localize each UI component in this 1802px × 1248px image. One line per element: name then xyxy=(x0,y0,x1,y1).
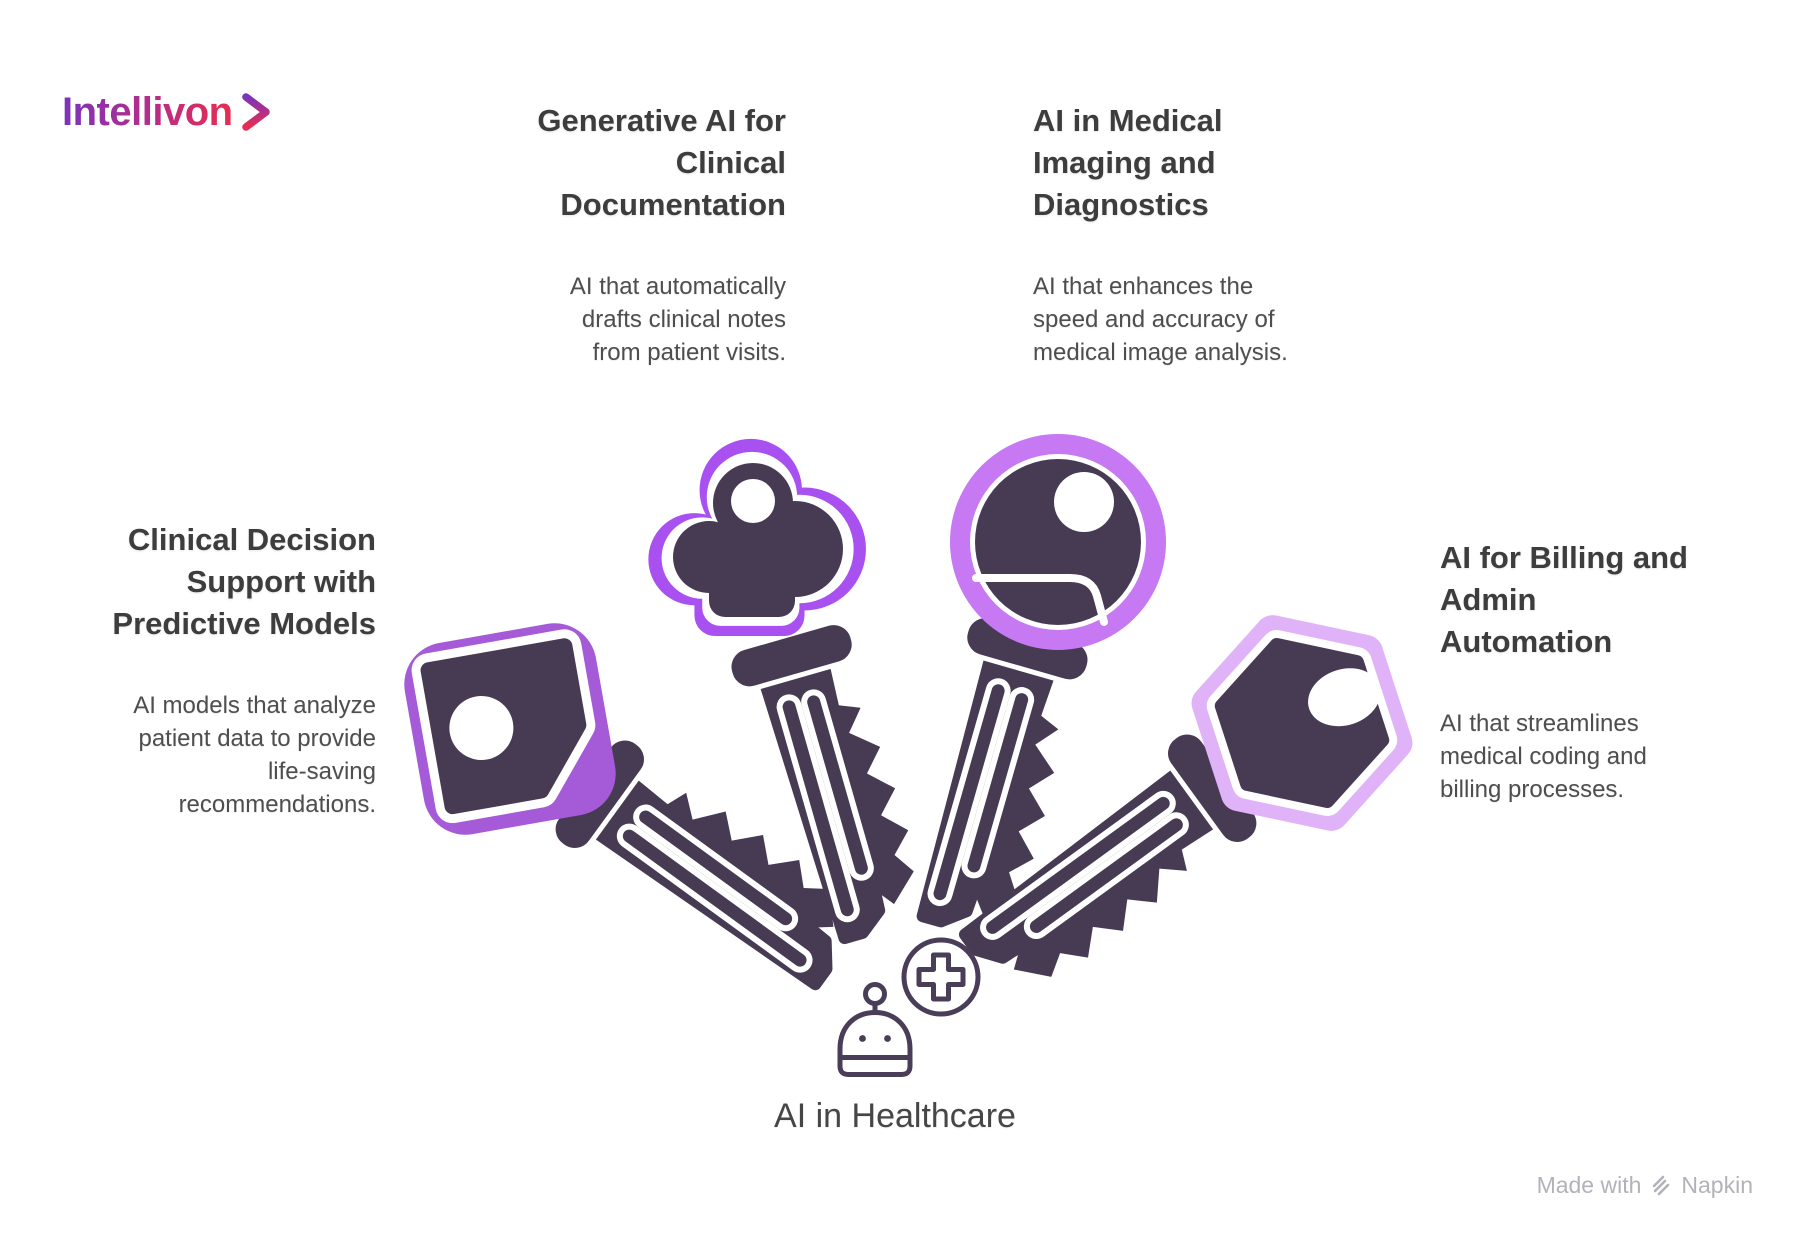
key-icon-clinical-decision xyxy=(404,623,869,1014)
card-description: AI that automatically drafts clinical no… xyxy=(569,273,786,366)
card-clinical-decision: Clinical Decision Support with Predictiv… xyxy=(40,519,376,821)
key-icon-generative-docs xyxy=(648,438,932,948)
card-medical-imaging: AI in Medical Imaging and Diagnostics AI… xyxy=(1033,100,1393,369)
card-generative-docs: Generative AI for Clinical Documentation… xyxy=(400,100,786,369)
watermark-text: Made with xyxy=(1536,1172,1642,1198)
card-description: AI that enhances the speed and accuracy … xyxy=(1033,273,1288,366)
watermark[interactable]: Made with Napkin xyxy=(1537,1172,1753,1199)
key-icon-medical-imaging xyxy=(887,434,1166,941)
brand-logo: Intellivon xyxy=(62,88,274,136)
card-billing-admin: AI for Billing and Admin Automation AI t… xyxy=(1440,537,1770,806)
center-label: AI in Healthcare xyxy=(774,1097,1016,1135)
card-title: AI in Medical Imaging and Diagnostics xyxy=(1033,103,1223,222)
napkin-logo-icon xyxy=(1653,1175,1670,1195)
brand-name: Intellivon xyxy=(62,89,233,134)
chevron-right-icon xyxy=(241,93,270,131)
key-icon-billing-admin xyxy=(943,623,1412,1008)
robot-icon xyxy=(837,982,913,1077)
medical-cross-icon xyxy=(901,937,981,1017)
card-description: AI that streamlines medical coding and b… xyxy=(1440,710,1647,803)
watermark-brand: Napkin xyxy=(1681,1172,1753,1198)
card-title: AI for Billing and Admin Automation xyxy=(1440,540,1688,659)
card-title: Clinical Decision Support with Predictiv… xyxy=(112,522,376,641)
card-description: AI models that analyze patient data to p… xyxy=(133,692,376,818)
card-title: Generative AI for Clinical Documentation xyxy=(537,103,786,222)
